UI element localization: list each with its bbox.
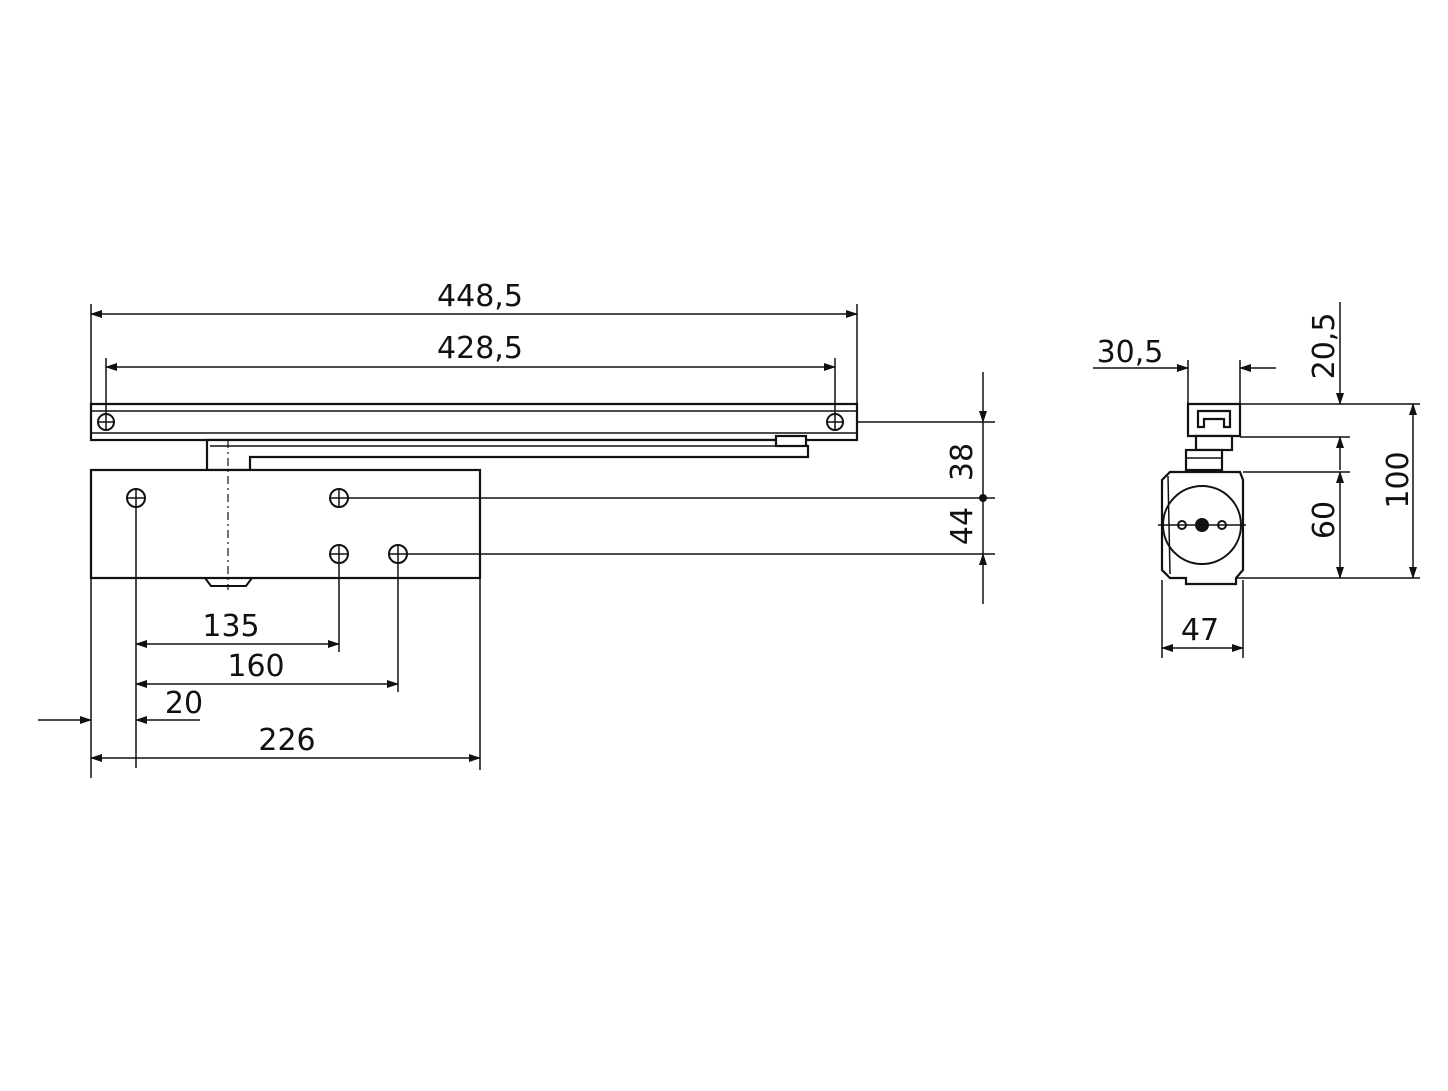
body-mounting-hole-2 (329, 488, 349, 508)
dim-label-60: 60 (1307, 501, 1342, 539)
closer-body (89, 468, 482, 580)
dim-label-38: 38 (945, 443, 980, 481)
rail-mounting-hole-left (97, 413, 115, 431)
body-mounting-hole-3 (329, 544, 349, 564)
dim-label-20-5: 20,5 (1307, 313, 1342, 380)
dim-label-135: 135 (202, 609, 259, 644)
dim-line-38-44 (979, 372, 987, 604)
pinion-circle (1158, 485, 1246, 565)
arm-connector (1184, 434, 1234, 472)
body-mounting-hole-4 (388, 544, 408, 564)
front-extension-lines (90, 304, 995, 778)
rail-profile (1186, 402, 1242, 438)
front-view: 448,5 428,5 135 160 20 226 38 44 (38, 279, 995, 778)
side-view: 30,5 20,5 60 100 47 (1093, 302, 1420, 658)
dim-label-44: 44 (945, 507, 980, 545)
slide-rail (89, 402, 859, 442)
dim-label-448-5: 448,5 (437, 279, 523, 314)
dim-label-160: 160 (227, 649, 284, 684)
dim-label-30-5: 30,5 (1097, 335, 1164, 370)
dim-label-47: 47 (1181, 613, 1219, 648)
dim-label-100: 100 (1381, 451, 1416, 508)
dim-label-20: 20 (165, 686, 203, 721)
dim-label-226: 226 (258, 723, 315, 758)
rail-mounting-hole-right (826, 413, 844, 431)
body-mounting-hole-1 (126, 488, 146, 508)
closer-arm (205, 434, 810, 472)
dim-label-428-5: 428,5 (437, 331, 523, 366)
